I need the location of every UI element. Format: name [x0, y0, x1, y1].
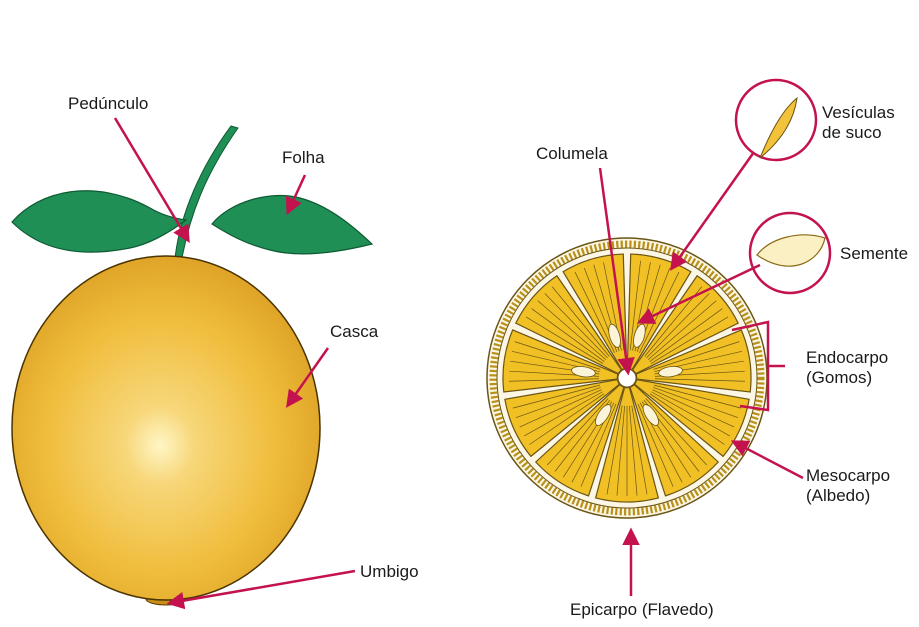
juice-vesicle-callout — [736, 80, 816, 160]
label-columella: Columela — [536, 144, 608, 164]
seed-callout — [750, 213, 830, 293]
label-juice-vesicles: Vesículas de suco — [822, 103, 895, 143]
label-leaf: Folha — [282, 148, 325, 168]
fruit-body — [12, 256, 320, 600]
label-endocarp: Endocarpo (Gomos) — [806, 348, 888, 388]
label-mesocarp: Mesocarpo (Albedo) — [806, 466, 890, 506]
left-leaf — [12, 191, 186, 252]
arrow-mesocarp — [734, 442, 803, 478]
label-epicarp: Epicarpo (Flavedo) — [570, 600, 714, 620]
label-peduncle: Pedúnculo — [68, 94, 148, 114]
label-navel: Umbigo — [360, 562, 419, 582]
arrow-juice-vesicles — [672, 152, 754, 268]
whole-fruit — [12, 126, 372, 605]
label-seed: Semente — [840, 244, 908, 264]
peduncle-stem — [175, 126, 238, 258]
label-peel: Casca — [330, 322, 378, 342]
cross-section — [487, 238, 767, 518]
